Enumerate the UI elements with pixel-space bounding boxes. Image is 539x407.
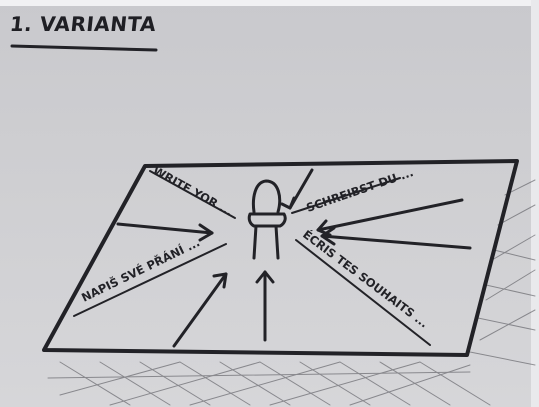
candle-icon <box>249 181 285 258</box>
arrow-bottom-left <box>174 274 226 346</box>
czech-wish-label: NAPIŠ SVÉ PŘÁNÍ ... <box>79 234 202 304</box>
german-wish-label: SCHREIBST DU ... <box>304 165 415 215</box>
arrow-upper-right <box>318 200 462 230</box>
french-guide-line <box>296 240 430 345</box>
table-outline <box>44 161 517 355</box>
arrow-left <box>118 224 212 233</box>
heading-underline <box>12 46 156 50</box>
english-wish-label: WRITE YOR ... <box>151 163 236 218</box>
arrow-right <box>322 236 470 248</box>
